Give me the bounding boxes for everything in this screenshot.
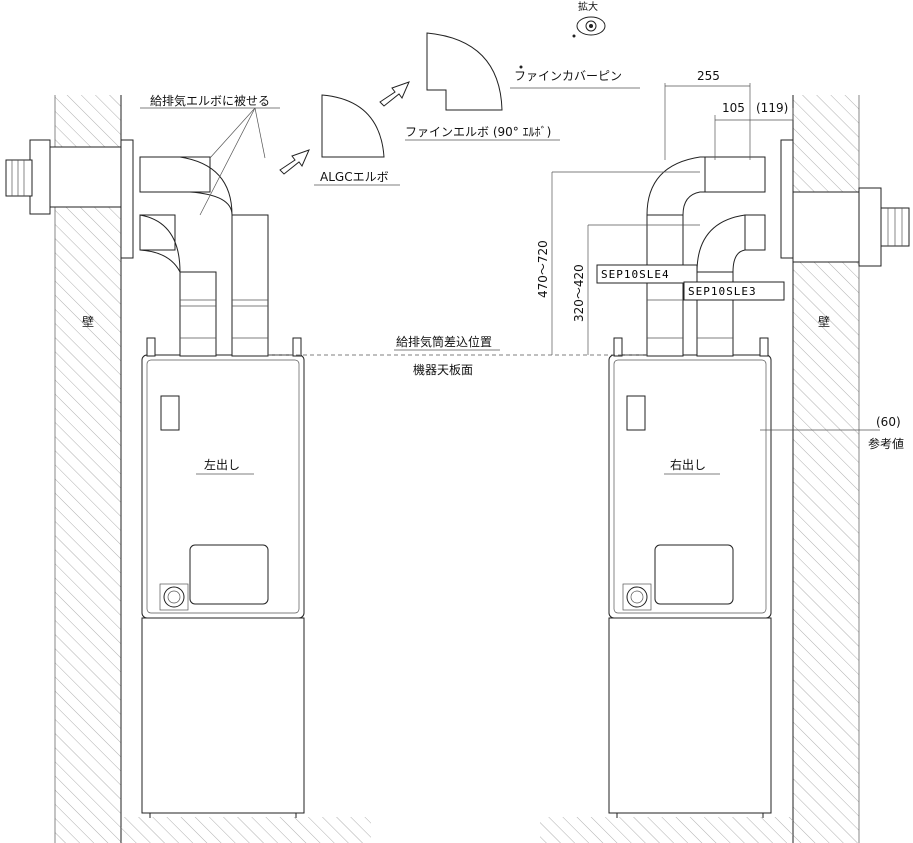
dim-119: (119) bbox=[756, 101, 788, 115]
dimension-lines bbox=[551, 83, 880, 431]
fine-elbow-part bbox=[426, 32, 503, 111]
floor bbox=[121, 817, 793, 843]
wall-right-label: 壁 bbox=[818, 314, 830, 329]
dim-320-420: 320～420 bbox=[572, 264, 586, 322]
wall-left-label: 壁 bbox=[82, 314, 94, 329]
magnify-label: 拡大 bbox=[578, 0, 598, 13]
magnify-pin-icon bbox=[519, 16, 606, 69]
right-water-heater bbox=[608, 139, 910, 818]
dim-105: 105 bbox=[722, 101, 745, 115]
fine-cover-pin-label: ファインカバーピン bbox=[514, 69, 622, 83]
fine-elbow-label: ファインエルボ (90° ｴﾙﾎﾞ) bbox=[405, 125, 551, 139]
sep4-label: SEP10SLE4 bbox=[601, 268, 670, 281]
elbow-cover-note-label: 給排気エルボに被せる bbox=[150, 93, 270, 108]
sep3-label: SEP10SLE3 bbox=[688, 285, 757, 298]
algc-elbow-part bbox=[321, 94, 385, 158]
arrow-icons bbox=[279, 81, 410, 175]
left-water-heater bbox=[5, 139, 305, 818]
left-wall bbox=[54, 95, 122, 843]
dim-255: 255 bbox=[697, 69, 720, 83]
top-panel-label: 機器天板面 bbox=[413, 362, 473, 377]
dim-470-720: 470～720 bbox=[536, 240, 550, 298]
dim-60: (60) bbox=[876, 415, 901, 429]
insert-position-label: 給排気筒差込位置 bbox=[396, 334, 492, 349]
insert-level-line bbox=[268, 349, 647, 356]
algc-elbow-label: ALGCエルボ bbox=[320, 170, 389, 184]
reference-value-label: 参考値 bbox=[868, 436, 904, 451]
model-label-boxes bbox=[596, 264, 785, 301]
leader-lines bbox=[140, 87, 640, 216]
right-outlet-label: 右出し bbox=[670, 457, 706, 472]
left-outlet-label: 左出し bbox=[204, 457, 240, 472]
